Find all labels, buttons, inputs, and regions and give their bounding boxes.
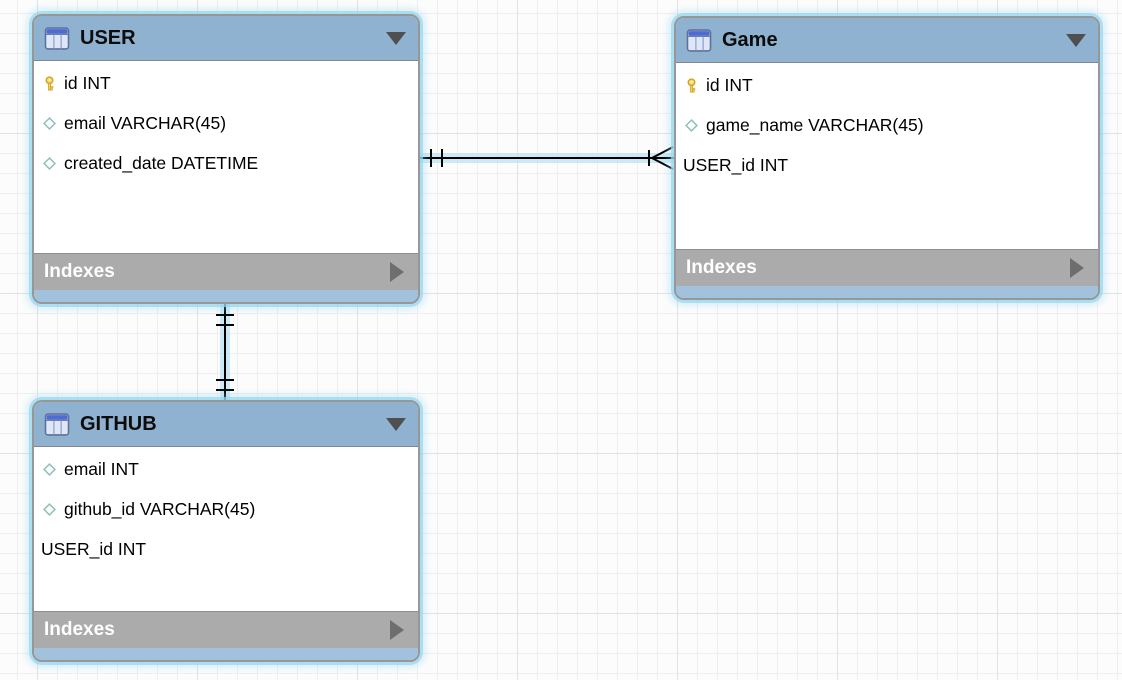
relationship-line-user-game[interactable] — [418, 146, 676, 170]
diamond-icon — [42, 116, 57, 130]
field-label: USER_id INT — [41, 538, 147, 559]
diamond-icon — [42, 462, 57, 476]
field-label: USER_id INT — [683, 154, 789, 175]
cardinality-one-mandatory-marker — [216, 314, 234, 391]
cardinality-many-crowfoot-marker — [648, 146, 674, 170]
table-row[interactable]: id INT — [34, 63, 418, 103]
collapse-triangle-icon[interactable] — [1066, 33, 1086, 47]
table-columns: id INT game_name VARCHAR(45) USER_id INT — [676, 63, 1098, 249]
table-header[interactable]: USER — [34, 16, 418, 61]
table-row[interactable]: email VARCHAR(45) — [34, 103, 418, 143]
key-icon — [684, 77, 699, 93]
indexes-label: Indexes — [44, 619, 115, 640]
table-header[interactable]: Game — [676, 18, 1098, 63]
expand-triangle-icon[interactable] — [1070, 258, 1084, 278]
key-icon — [42, 75, 57, 91]
table-footer-strip — [34, 648, 418, 660]
table-footer-strip — [676, 286, 1098, 298]
relationship-line-user-github[interactable] — [216, 303, 234, 402]
table-row[interactable]: email INT — [34, 449, 418, 489]
diamond-icon — [684, 118, 699, 132]
table-title: GITHUB — [80, 412, 157, 435]
expand-triangle-icon[interactable] — [390, 620, 404, 640]
indexes-label: Indexes — [686, 257, 757, 278]
diamond-icon — [42, 156, 57, 170]
field-label: created_date DATETIME — [64, 152, 259, 173]
field-label: email INT — [64, 458, 139, 479]
field-label: id INT — [64, 72, 111, 93]
table-header[interactable]: GITHUB — [34, 402, 418, 447]
entity-table-user[interactable]: USER id INT email VARCHAR(45) — [32, 14, 420, 304]
table-title: USER — [80, 26, 136, 49]
field-label: game_name VARCHAR(45) — [706, 114, 924, 135]
entity-table-game[interactable]: Game id INT game_name VARCHAR(45) US — [674, 16, 1100, 300]
diamond-icon — [42, 502, 57, 516]
table-icon — [44, 412, 70, 436]
table-footer-strip — [34, 290, 418, 302]
collapse-triangle-icon[interactable] — [386, 31, 406, 45]
indexes-bar[interactable]: Indexes — [676, 249, 1098, 286]
table-row[interactable]: created_date DATETIME — [34, 143, 418, 183]
table-row[interactable]: github_id VARCHAR(45) — [34, 489, 418, 529]
table-title: Game — [722, 28, 778, 51]
table-row[interactable]: USER_id INT — [676, 145, 1098, 185]
field-label: email VARCHAR(45) — [64, 112, 227, 133]
table-row[interactable]: game_name VARCHAR(45) — [676, 105, 1098, 145]
indexes-bar[interactable]: Indexes — [34, 253, 418, 290]
table-row[interactable]: id INT — [676, 65, 1098, 105]
cardinality-one-mandatory-marker — [430, 149, 443, 167]
field-label: github_id VARCHAR(45) — [64, 498, 256, 519]
table-icon — [686, 28, 712, 52]
indexes-bar[interactable]: Indexes — [34, 611, 418, 648]
collapse-triangle-icon[interactable] — [386, 417, 406, 431]
indexes-label: Indexes — [44, 261, 115, 282]
field-label: id INT — [706, 74, 753, 95]
expand-triangle-icon[interactable] — [390, 262, 404, 282]
table-icon — [44, 26, 70, 50]
entity-table-github[interactable]: GITHUB email INT github_id VARCHAR(45) U… — [32, 400, 420, 662]
table-columns: email INT github_id VARCHAR(45) USER_id … — [34, 447, 418, 611]
table-row[interactable]: USER_id INT — [34, 529, 418, 569]
table-columns: id INT email VARCHAR(45) created_date DA… — [34, 61, 418, 253]
